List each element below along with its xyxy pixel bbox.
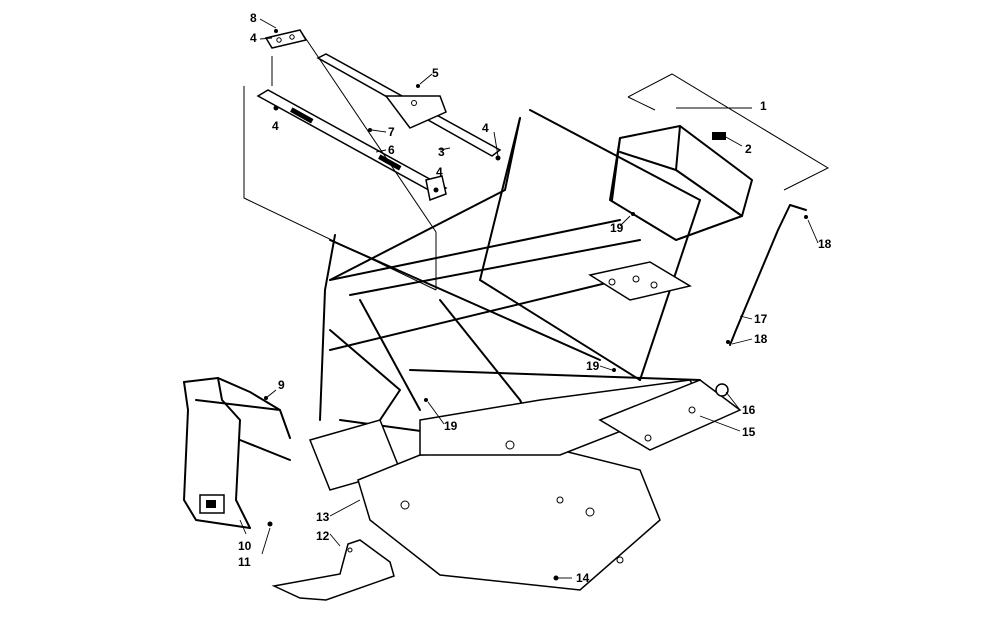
callout-2: 2 [745,142,752,156]
callout-4: 4 [250,31,257,45]
callout-11: 11 [238,555,251,569]
callout-labels: 1 2 3 4 4 4 4 5 6 7 8 9 10 11 12 13 14 1… [238,11,832,585]
callout-10: 10 [238,539,252,553]
callout-17: 17 [754,312,768,326]
callout-4: 4 [436,165,443,179]
callout-9: 9 [278,378,285,392]
part-8-mount-plate [264,29,308,49]
fastener-marks [264,29,808,581]
callout-5: 5 [432,66,439,80]
part-3-upper-rail [316,53,502,157]
callout-6: 6 [388,143,395,157]
part-12-bracket-plate [271,539,395,601]
assembly-outline-1 [627,73,830,191]
part-13-skid-plate [357,449,661,591]
callout-8: 8 [250,11,257,25]
callout-12: 12 [316,529,330,543]
callout-14: 14 [576,571,590,585]
main-frame [308,109,753,491]
callout-4: 4 [482,121,489,135]
callout-19: 19 [586,359,600,373]
callout-18: 18 [818,237,832,251]
part-10-front-bumper [183,377,291,529]
part-16-grommet [715,383,729,397]
callout-19: 19 [610,221,624,235]
callout-19: 19 [444,419,458,433]
callout-13: 13 [316,510,330,524]
callout-7: 7 [388,125,395,139]
callout-3: 3 [438,145,445,159]
callout-1: 1 [760,99,767,113]
callout-15: 15 [742,425,756,439]
callout-16: 16 [742,403,756,417]
part-17-support-bar [729,204,807,346]
callout-4: 4 [272,119,279,133]
callout-18: 18 [754,332,768,346]
callout-leaders [239,18,819,579]
